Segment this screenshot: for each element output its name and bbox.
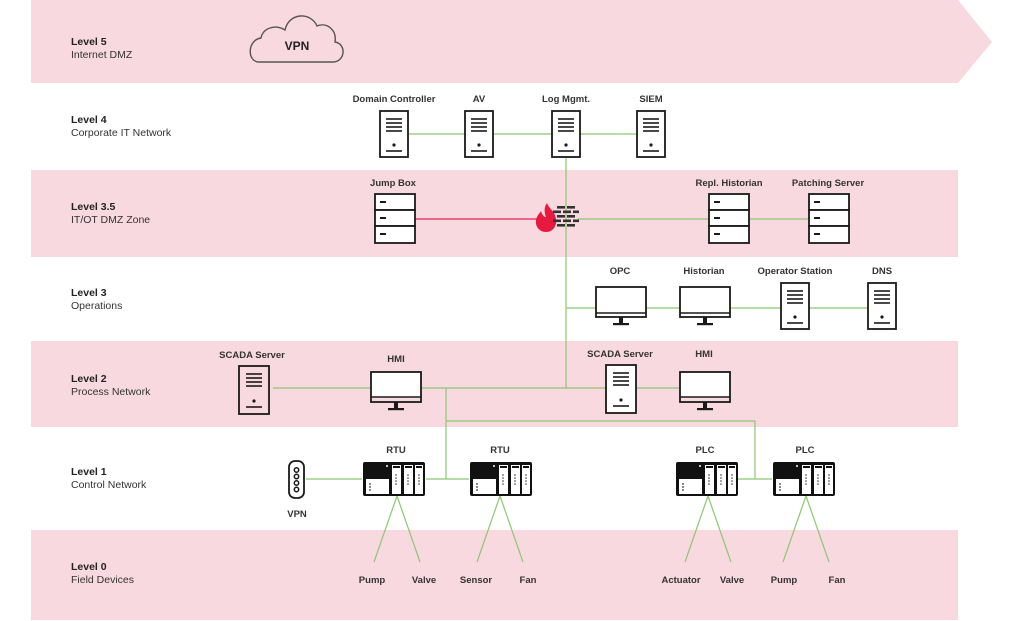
repl-historian-label: Repl. Historian bbox=[695, 178, 763, 189]
scada-server-b-label: SCADA Server bbox=[587, 349, 653, 360]
hmi-b-label: HMI bbox=[695, 349, 713, 360]
level-3-5-band bbox=[31, 170, 958, 257]
field-device-pump-1: Pump bbox=[358, 575, 386, 586]
vpn-label: VPN bbox=[287, 509, 307, 520]
hmi-b-workstation-icon[interactable] bbox=[679, 371, 731, 413]
siem-label: SIEM bbox=[639, 94, 663, 105]
jump-box-label: Jump Box bbox=[370, 178, 416, 189]
field-device-fan-1: Fan bbox=[519, 575, 537, 586]
scada-server-b-icon[interactable] bbox=[605, 364, 637, 414]
rtu-a-controller-icon[interactable] bbox=[362, 461, 426, 497]
historian-workstation-icon[interactable] bbox=[679, 286, 731, 328]
plc-b-label: PLC bbox=[795, 445, 815, 456]
field-device-valve-1: Valve bbox=[411, 575, 437, 586]
rtu-b-controller-icon[interactable] bbox=[469, 461, 533, 497]
vpn-cloud-icon[interactable]: VPN bbox=[245, 10, 350, 65]
level-2-band bbox=[31, 341, 958, 427]
field-device-actuator: Actuator bbox=[661, 575, 701, 586]
scada-server-a-label: SCADA Server bbox=[219, 350, 285, 361]
plc-a-controller-icon[interactable] bbox=[675, 461, 739, 497]
log-mgmt-server-icon[interactable] bbox=[551, 110, 581, 158]
plc-b-controller-icon[interactable] bbox=[772, 461, 836, 497]
hmi-a-workstation-icon[interactable] bbox=[370, 371, 422, 413]
vpn-appliance-icon[interactable] bbox=[288, 460, 306, 500]
dns-server-icon[interactable] bbox=[867, 282, 897, 330]
dns-label: DNS bbox=[871, 266, 893, 277]
field-device-valve-2: Valve bbox=[719, 575, 745, 586]
firewall-icon[interactable] bbox=[535, 199, 585, 235]
siem-server-icon[interactable] bbox=[636, 110, 666, 158]
field-device-fan-2: Fan bbox=[828, 575, 846, 586]
domain-controller-label: Domain Controller bbox=[352, 94, 436, 105]
rtu-a-label: RTU bbox=[386, 445, 406, 456]
jump-box-rack-server-icon[interactable] bbox=[374, 193, 416, 245]
operator-station-label: Operator Station bbox=[757, 266, 833, 277]
patching-server-label: Patching Server bbox=[791, 178, 865, 189]
repl-historian-rack-server-icon[interactable] bbox=[708, 193, 750, 245]
operator-station-server-icon[interactable] bbox=[780, 282, 810, 330]
plc-a-label: PLC bbox=[695, 445, 715, 456]
opc-workstation-icon[interactable] bbox=[595, 286, 647, 328]
historian-label: Historian bbox=[683, 266, 725, 277]
av-server-icon[interactable] bbox=[464, 110, 494, 158]
vpn-cloud-label: VPN bbox=[285, 39, 310, 53]
log-mgmt-label: Log Mgmt. bbox=[541, 94, 591, 105]
rtu-b-label: RTU bbox=[490, 445, 510, 456]
patching-server-rack-server-icon[interactable] bbox=[808, 193, 850, 245]
field-device-sensor: Sensor bbox=[459, 575, 493, 586]
field-device-pump-2: Pump bbox=[770, 575, 798, 586]
domain-controller-server-icon[interactable] bbox=[379, 110, 409, 158]
hmi-a-label: HMI bbox=[387, 354, 405, 365]
opc-label: OPC bbox=[609, 266, 631, 277]
scada-server-a-icon[interactable] bbox=[238, 365, 270, 415]
av-label: AV bbox=[472, 94, 486, 105]
level-0-band bbox=[31, 530, 958, 620]
